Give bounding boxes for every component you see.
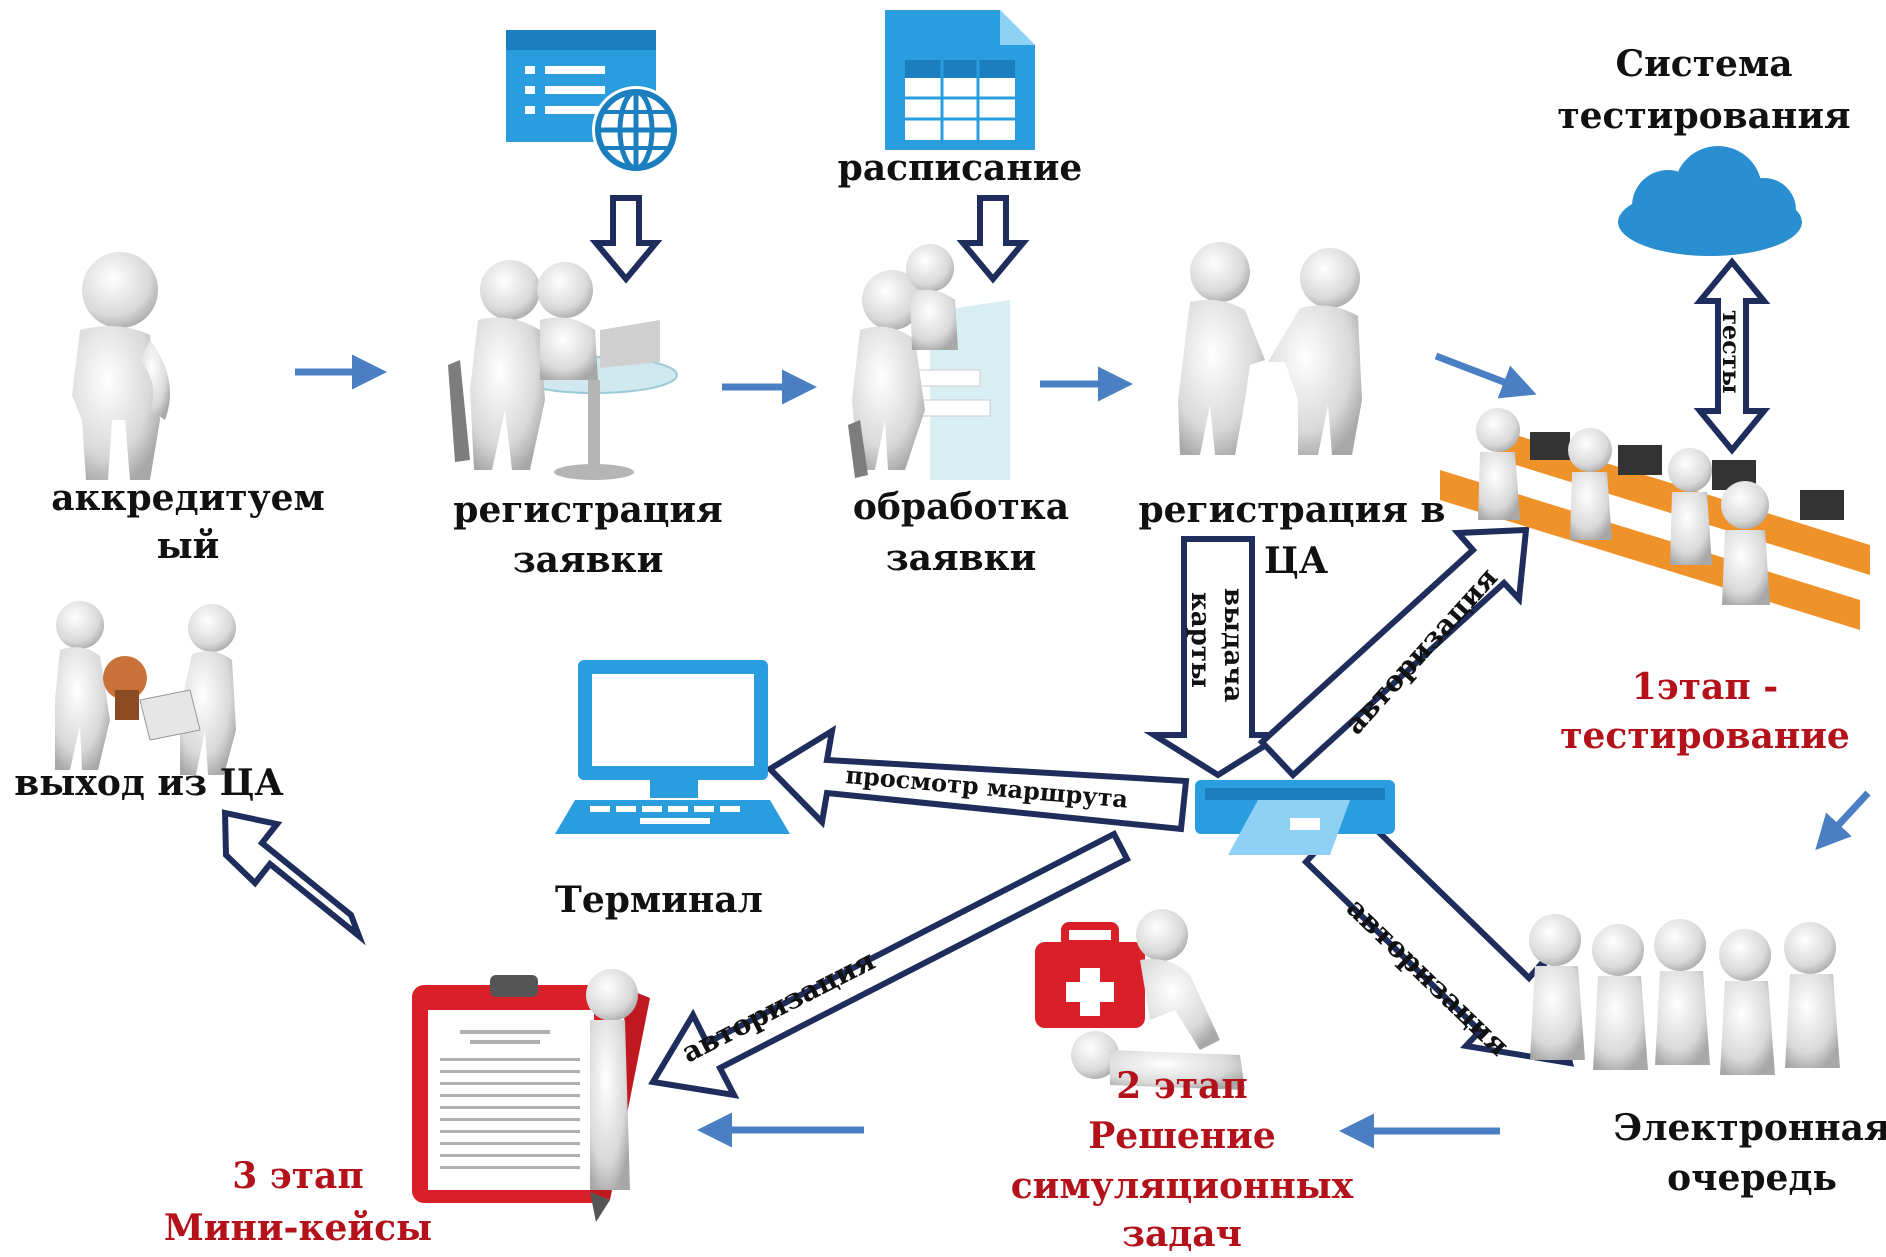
application-processing-label-2: заявки xyxy=(886,537,1037,579)
clipboard-pen-icon xyxy=(412,969,650,1222)
desktop-computer-icon xyxy=(555,660,790,834)
exit-label: выход из ЦА xyxy=(14,762,283,804)
web-form-globe-icon xyxy=(506,30,680,174)
stage1-label-2: тестирование xyxy=(1560,715,1850,757)
stage1-label-1: 1этап - xyxy=(1632,666,1778,708)
testing-system-label-1: Система xyxy=(1615,43,1792,85)
cloud-icon xyxy=(1618,146,1802,256)
stage-labels: 1этап - тестирование 2 этап Решение симу… xyxy=(164,666,1850,1255)
person-figure-icon xyxy=(72,252,170,480)
route-view-arrow xyxy=(765,724,1190,833)
application-processing-label-1: обработка xyxy=(853,486,1069,528)
stage2-label-1: 2 этап xyxy=(1116,1065,1247,1107)
computer-class-icon xyxy=(1440,408,1870,630)
flow-arrows xyxy=(295,352,1871,1149)
card-issue-label-1: выдача xyxy=(1218,588,1248,702)
center-registration-label-2: ЦА xyxy=(1264,540,1328,582)
document-processing-figures-icon xyxy=(848,244,1010,480)
exit-arrow xyxy=(221,809,366,946)
flow-arrow-testing-to-queue xyxy=(1815,790,1871,851)
stage2-label-2: Решение xyxy=(1088,1115,1276,1157)
card-issue-arrow xyxy=(1143,536,1293,779)
card-reader-icon xyxy=(1195,780,1395,855)
stage3-label-1: 3 этап xyxy=(232,1155,363,1197)
first-aid-cpr-icon xyxy=(1035,909,1245,1090)
flow-arrow-center-to-testing xyxy=(1434,352,1537,399)
stage3-label-2: Мини-кейсы xyxy=(164,1207,432,1249)
schedule-label: расписание xyxy=(838,147,1083,189)
auth-stage3-arrow xyxy=(648,829,1132,1099)
application-registration-label-2: заявки xyxy=(513,539,664,581)
auth-stage3-label: авторизация xyxy=(676,944,880,1070)
spreadsheet-document-icon xyxy=(885,10,1035,150)
application-registration-label-1: регистрация xyxy=(453,489,722,531)
tests-label: тесты xyxy=(1717,310,1746,394)
stamp-handover-figures-icon xyxy=(55,601,236,775)
queue-label-1: Электронная xyxy=(1613,1107,1886,1149)
card-issue-label-2: карты xyxy=(1185,592,1215,688)
outline-arrows xyxy=(221,195,1771,1099)
node-labels: аккредитуем ый регистрация заявки обрабо… xyxy=(14,43,1886,1199)
tests-double-arrow xyxy=(1693,257,1771,455)
terminal-label: Терминал xyxy=(555,879,763,921)
stage2-label-3: симуляционных xyxy=(1011,1165,1354,1207)
applicant-label-2: ый xyxy=(157,525,220,567)
queue-figures-icon xyxy=(1529,914,1840,1075)
applicant-label-1: аккредитуем xyxy=(51,477,325,519)
testing-system-label-2: тестирования xyxy=(1557,95,1850,137)
handshake-figures-icon xyxy=(1178,242,1362,455)
down-arrow-webform xyxy=(589,195,663,284)
queue-label-2: очередь xyxy=(1667,1157,1837,1199)
meeting-figures-icon xyxy=(448,260,678,480)
stage2-label-4: задач xyxy=(1122,1213,1242,1255)
center-registration-label-1: регистрация в xyxy=(1138,489,1445,531)
auth-stage1-arrow xyxy=(1257,526,1530,780)
down-arrow-schedule xyxy=(956,195,1030,284)
